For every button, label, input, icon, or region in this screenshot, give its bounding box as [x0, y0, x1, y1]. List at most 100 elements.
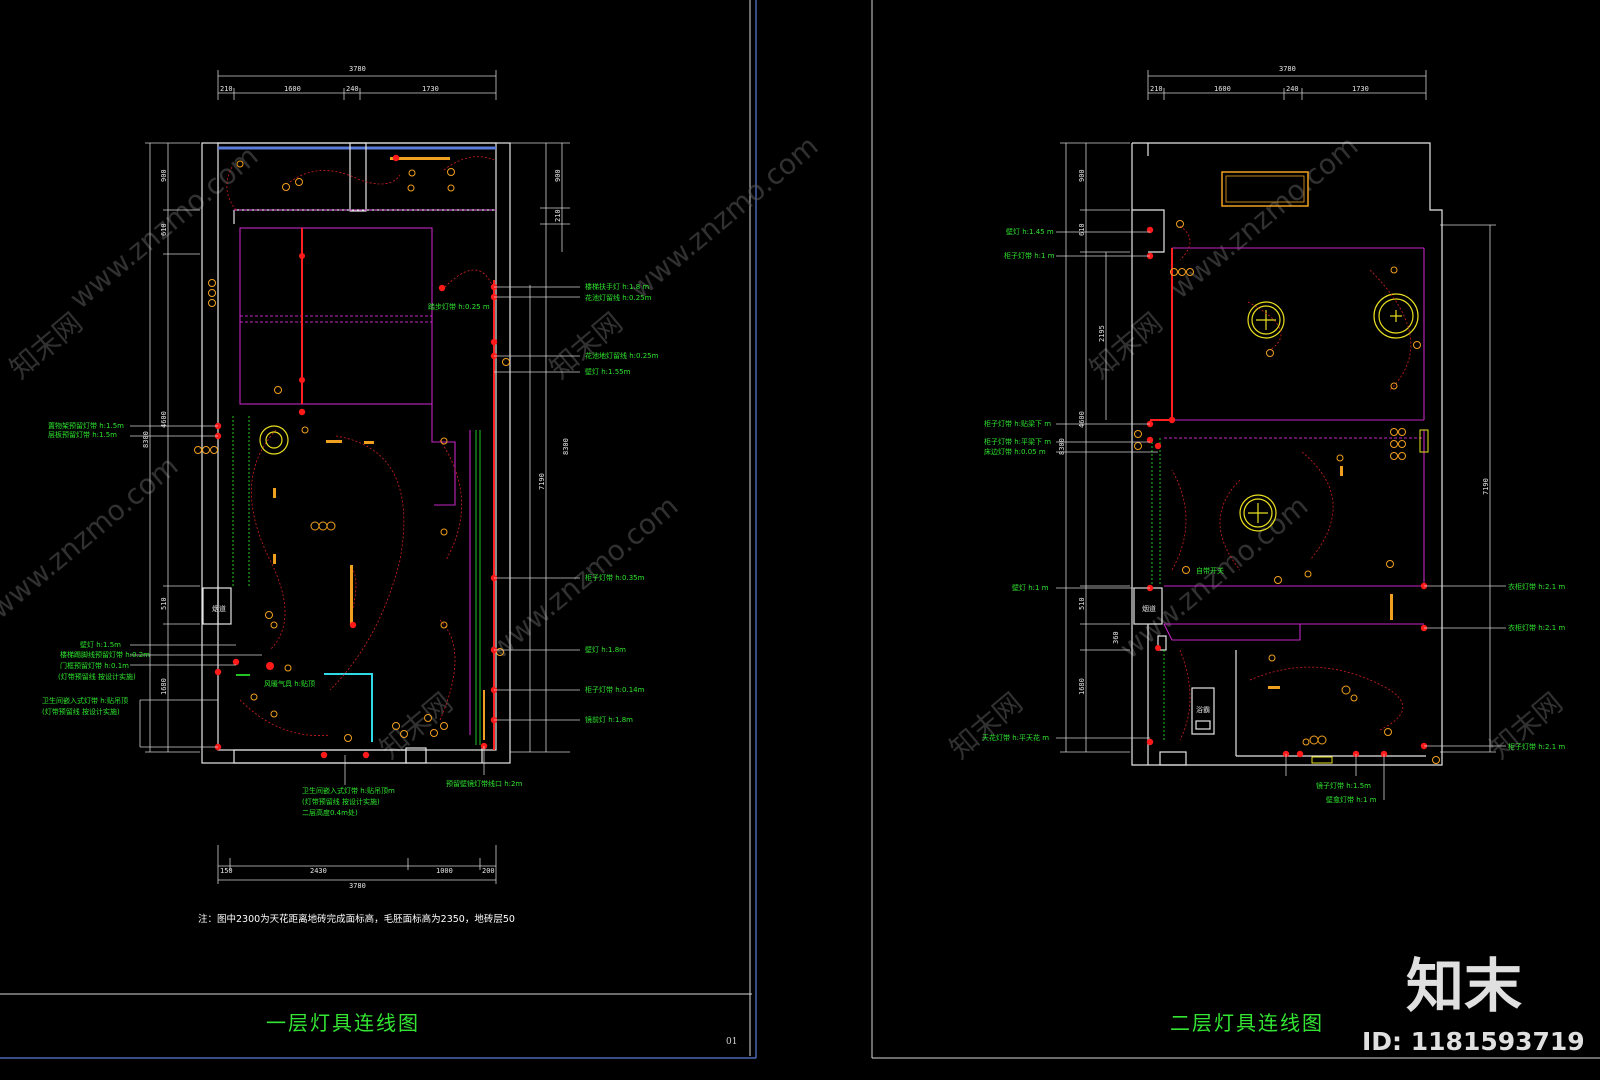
dim-seg: 240 — [346, 85, 359, 93]
dim-seg: 7190 — [538, 473, 546, 490]
dim-seg: 1730 — [422, 85, 439, 93]
dim-seg: 4600 — [1078, 411, 1086, 428]
sheet2-labels-right: 衣柜灯带 h:2.1 m 衣柜灯带 h:2.1 m 柜子灯带 h:2.1 m — [1508, 582, 1565, 751]
room-label-flue: 烟道 — [1142, 604, 1156, 613]
dim-seg: 900 — [1078, 169, 1086, 182]
dim-seg: 210 — [220, 85, 233, 93]
fixture-label: 柜子灯带 h:贴梁下 m — [984, 419, 1051, 428]
watermark-text: 知末网 — [373, 686, 459, 765]
sheet2-ceiling-fixtures — [1239, 293, 1419, 532]
fixture-label: (灯带预留线 按设计实施) — [302, 797, 380, 806]
sheet1-leaders-left — [130, 425, 262, 748]
dim-total: 3780 — [1279, 65, 1296, 73]
fixture-label: 壁灯 h:1 m — [1012, 583, 1049, 592]
dim-seg: 1000 — [436, 867, 453, 875]
dim-seg: 610 — [160, 223, 168, 236]
fixture-label: 柜子灯带 h:2.1 m — [1508, 742, 1565, 751]
sheet1-ceiling-lines — [234, 209, 496, 735]
watermark-layer: 知末网 www.znzmo.com www.znzmo.com 知末网 www.… — [0, 129, 1569, 765]
dim-seg: 1600 — [284, 85, 301, 93]
dim-seg: 7190 — [1482, 478, 1490, 495]
sheet2-light-strips — [1150, 248, 1173, 421]
dim-seg: 510 — [160, 597, 168, 610]
fixture-label: (灯带预留线 按设计实施) — [58, 672, 136, 681]
fixture-label: 壁灯 h:1.8m — [585, 645, 626, 654]
fixture-label: 衣柜灯带 h:2.1 m — [1508, 582, 1565, 591]
fixture-label: 壁灯 h:1.5m — [80, 640, 121, 649]
sheet1-leaders-right — [483, 286, 580, 775]
dim-total: 3780 — [349, 882, 366, 890]
sheet1-top-dimensions: 3780 210 1600 240 1730 — [217, 65, 497, 100]
dim-seg: 900 — [160, 169, 168, 182]
sheet1-labels-right: 楼梯扶手灯 h:1.8 m 花池灯留线 h:0.25m 踏步灯带 h:0.25 … — [428, 282, 659, 788]
sheet1-bath-strip — [324, 673, 373, 742]
sheet2-left-dimensions: 8300 900 610 2195 4600 510 360 1680 — [1058, 142, 1130, 753]
sheet1-plan: 3780 210 1600 240 1730 8300 900 610 4600… — [42, 65, 737, 1047]
watermark-text: 知末网 — [3, 306, 89, 385]
fixture-label: 踏步灯带 h:0.25 m — [428, 302, 490, 311]
sheet1-wiring — [226, 156, 495, 736]
page-number: 01 — [726, 1037, 737, 1047]
sheet1-left-dimensions: 8300 900 610 4600 510 1680 — [142, 142, 200, 753]
watermark-text: www.znzmo.com — [1113, 489, 1314, 665]
fixture-label: 床边灯带 h:0.05 m — [984, 447, 1046, 456]
dim-seg: 150 — [220, 867, 233, 875]
sheet1-labels-left: 置物架预留灯带 h:1.5m 层板预留灯带 h:1.5m 壁灯 h:1.5m 楼… — [42, 421, 315, 716]
sheet2-partition — [1151, 438, 1165, 742]
sheet2-top-dimensions: 3780 210 1600 240 1730 — [1147, 65, 1427, 100]
fixture-label: 壁灯 h:1.55m — [585, 367, 631, 376]
sheet2-ceiling-lines — [1163, 247, 1425, 641]
fixture-label: 层板预留灯带 h:1.5m — [48, 430, 117, 439]
dim-seg: 200 — [482, 867, 495, 875]
fixture-label: 门框预留灯带 h:0.1m — [60, 661, 129, 670]
fixture-label: 置物架预留灯带 h:1.5m — [48, 421, 124, 430]
fixture-label: 楼梯扶手灯 h:1.8 m — [585, 282, 649, 291]
fixture-label: 柜子灯带 h:0.35m — [585, 573, 645, 582]
fixture-label: 预留壁镜灯带线口 h:2m — [446, 779, 522, 788]
sheet2-labels-left: 壁灯 h:1.45 m 柜子灯带 h:1 m 柜子灯带 h:贴梁下 m 柜子灯带… — [982, 227, 1055, 742]
fixture-label: 花池灯留线 h:0.25m — [585, 293, 652, 302]
fixture-label: 二层高度0.4m处) — [302, 808, 358, 817]
fixture-label: 柜子灯带 h:平梁下 m — [984, 437, 1051, 446]
room-label-bath-heater: 浴霸 — [1196, 705, 1210, 714]
dim-seg: 2430 — [310, 867, 327, 875]
sheet2-walls: 烟道 浴霸 — [1131, 142, 1443, 766]
dim-seg: 2195 — [1098, 325, 1106, 342]
dim-seg: 210 — [554, 209, 562, 222]
sheet1-bottom-dimensions: 150 2430 1000 200 3780 — [217, 845, 497, 890]
fixture-label: 风暖气具 h:贴顶 — [264, 679, 315, 688]
watermark-text: www.znzmo.com — [623, 129, 824, 305]
watermark-text: 知末网 — [943, 686, 1029, 765]
sheet2-right-dimensions: 7190 — [1440, 224, 1496, 753]
sheet2-labels-bottom: 镜子灯带 h:1.5m 壁龛灯带 h:1 m — [1316, 781, 1377, 804]
fixture-label: 衣柜灯带 h:2.1 m — [1508, 623, 1565, 632]
fixture-label: 镜前灯 h:1.8m — [585, 715, 633, 724]
sheet1-walls: 烟道 — [201, 142, 511, 764]
sheet1-labels-bottom: 卫生间嵌入式灯带 h:贴吊顶m (灯带预留线 按设计实施) 二层高度0.4m处) — [302, 755, 395, 817]
sheet1-note: 注：图中2300为天花距离地砖完成面标高，毛胚面标高为2350，地砖层50 — [198, 913, 515, 925]
dim-seg: 4600 — [160, 411, 168, 428]
dim-seg: 240 — [1286, 85, 1299, 93]
dim-seg: 610 — [1078, 223, 1086, 236]
dim-total: 8300 — [142, 431, 150, 448]
sheet2-outlets — [1146, 226, 1428, 758]
fixture-label: 楼梯踢脚线预留灯带 h:0.2m — [60, 650, 150, 659]
dim-seg: 1680 — [1078, 678, 1086, 695]
dim-total: 3780 — [349, 65, 366, 73]
sheet1-partition — [232, 416, 481, 745]
fixture-label: 柜子灯带 h:1 m — [1004, 251, 1055, 260]
sheet2-title: 二层灯具连线图 — [1170, 1011, 1324, 1035]
dim-seg: 210 — [1150, 85, 1163, 93]
dim-seg: 1680 — [160, 678, 168, 695]
sheet1-lamps — [194, 157, 510, 742]
fixture-label: (灯带预留线 按设计实施) — [42, 707, 120, 716]
sheet1-title: 一层灯具连线图 — [266, 1011, 420, 1035]
sheet2-leaders — [1056, 231, 1506, 800]
dim-seg: 1730 — [1352, 85, 1369, 93]
sheet2-plan: 3780 210 1600 240 1730 8300 900 610 2195… — [982, 65, 1565, 1035]
sheet2-wiring — [1171, 225, 1412, 741]
sheet1-right-dimensions: 900 210 8300 7190 — [510, 142, 570, 753]
sheet2-lamps: 自带开关 — [1134, 220, 1440, 764]
